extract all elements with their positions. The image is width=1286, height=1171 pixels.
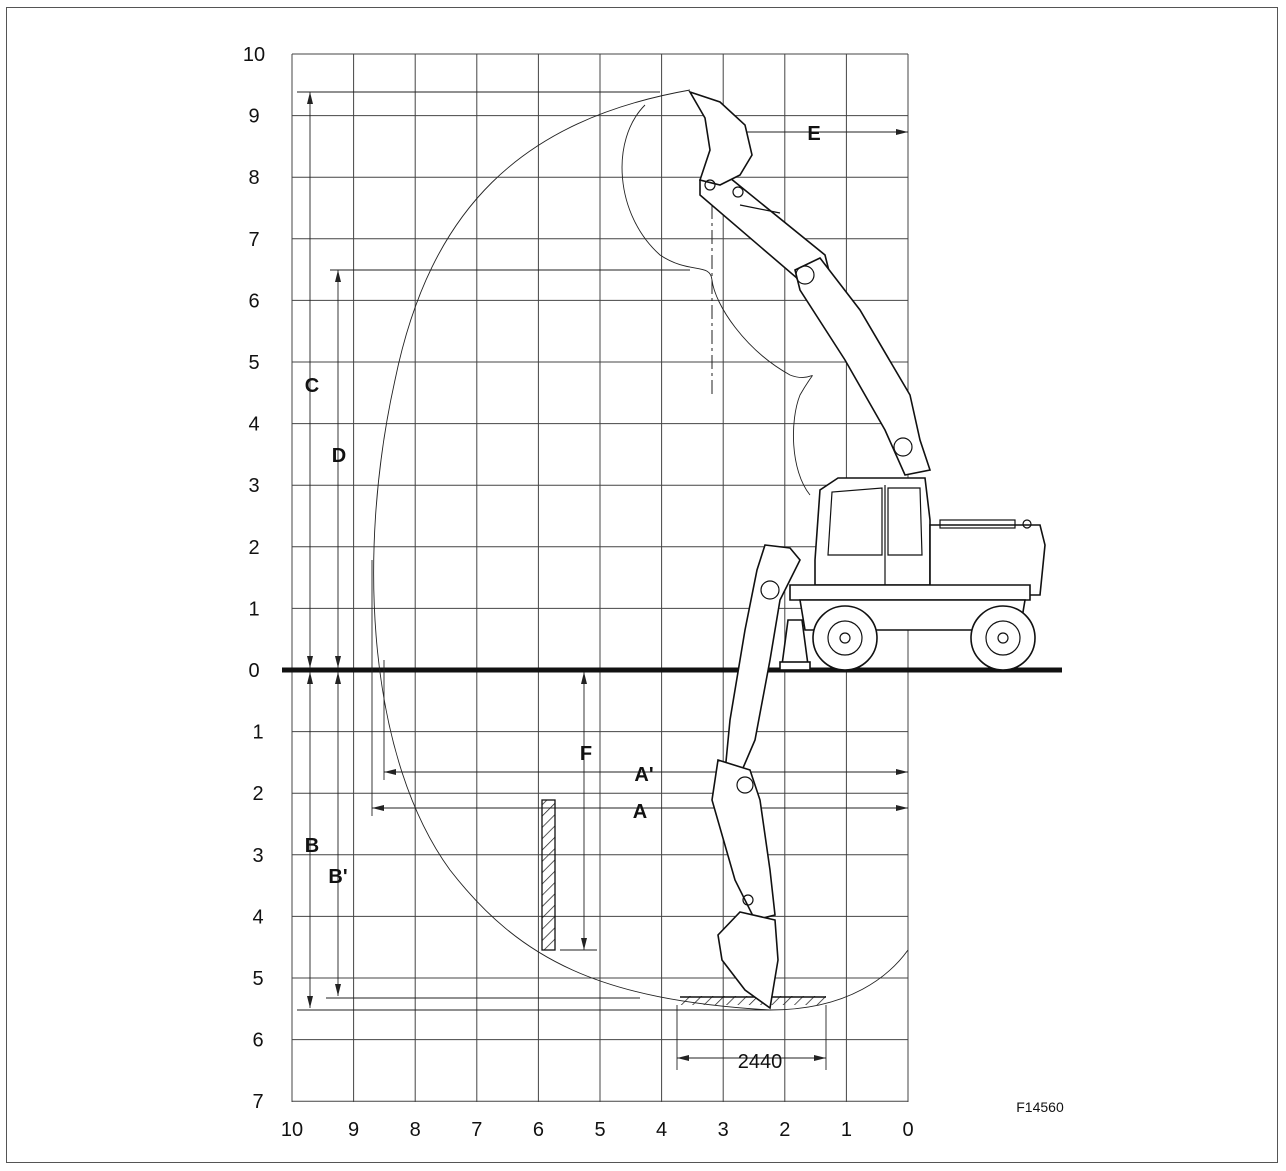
y-tick-label: 1 [248,598,259,620]
label-B: B [305,835,319,857]
label-E: E [807,123,820,145]
label-A-prime: A' [634,764,653,786]
dimension-letters: C D E F A' A B B' [305,123,821,888]
x-tick-label: 10 [281,1119,303,1141]
x-tick-label: 6 [533,1119,544,1141]
y-tick-label: 8 [248,167,259,189]
y-tick-label: 7 [248,229,259,251]
excavator-raised-boom [688,90,932,476]
x-tick-label: 3 [718,1119,729,1141]
label-D: D [332,445,346,467]
y-tick-label: 5 [248,352,259,374]
dimension-lines [297,91,908,1070]
x-tick-label: 8 [410,1119,421,1141]
y-tick-label: 5 [252,968,263,990]
label-F: F [580,743,592,765]
y-tick-label: 2 [248,537,259,559]
excavator-digging-boom [711,544,801,1010]
y-tick-label: 4 [248,414,259,436]
y-tick-label: 0 [248,660,259,682]
x-tick-label: 5 [594,1119,605,1141]
y-tick-label: 7 [252,1091,263,1113]
x-tick-label: 4 [656,1119,667,1141]
diagram-frame [6,7,1278,1163]
label-A: A [633,801,647,823]
x-tick-label: 2 [779,1119,790,1141]
y-tick-label: 9 [248,106,259,128]
x-tick-label: 7 [471,1119,482,1141]
y-tick-label: 1 [252,722,263,744]
x-tick-label: 9 [348,1119,359,1141]
trench-bottom-hatch [680,996,826,1005]
x-tick-label: 0 [902,1119,913,1141]
y-tick-label: 3 [248,475,259,497]
y-tick-label: 10 [243,44,265,66]
label-C: C [305,375,319,397]
figure-code: F14560 [1016,1099,1064,1115]
x-tick-label: 1 [841,1119,852,1141]
y-tick-label: 4 [252,906,263,928]
bucket-curl-arc [621,104,813,496]
label-B-prime: B' [328,866,347,888]
excavator-body [779,477,1046,671]
width-dimension-value: 2440 [738,1051,783,1073]
working-range-envelope [373,89,909,1011]
y-tick-label: 2 [252,783,263,805]
y-tick-label: 3 [252,845,263,867]
vertical-wall [541,799,556,951]
y-tick-label: 6 [248,290,259,312]
y-tick-label: 6 [252,1030,263,1052]
